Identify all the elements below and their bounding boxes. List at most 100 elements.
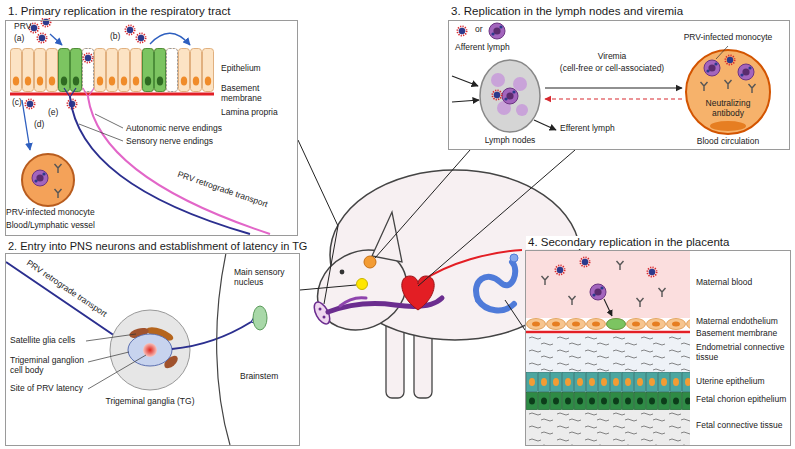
part-label: Autonomic nerve endings [126, 124, 222, 134]
blood-circulation [749, 84, 756, 93]
spread-arrow [150, 33, 190, 45]
part-label: Site of PRV latency [10, 384, 83, 394]
respiratory-epithelium [155, 49, 166, 92]
nerve-fiber [64, 88, 76, 97]
part-label: Endometrial connective tissue [696, 343, 788, 363]
blood-circulation [686, 46, 770, 134]
lymph-node [489, 23, 505, 39]
part-label: Maternal blood [696, 278, 752, 288]
pig-illustration [476, 262, 515, 300]
virus-particle [83, 53, 92, 62]
placenta-layers [526, 251, 690, 445]
lymph-node [516, 104, 528, 116]
part-label: Afferent lymph [455, 43, 510, 53]
part-label: Satellite glia cells [10, 336, 75, 346]
blood-circulation [738, 64, 754, 80]
part-label: (a) [14, 34, 24, 44]
panel-title: 4. Secondary replication in the placenta [526, 236, 731, 249]
nerve-fiber [70, 97, 250, 234]
pig-illustration [357, 279, 368, 290]
flow-arrow [452, 76, 478, 86]
leader-line [88, 352, 129, 362]
panel-ground [5, 20, 298, 236]
panel-title: 3. Replication in the lymph nodes and vi… [449, 5, 685, 18]
part-label: Basement membrane [696, 329, 777, 339]
lymph-node [457, 26, 466, 35]
respiratory-epithelium [73, 77, 79, 86]
placenta-layers [569, 296, 576, 305]
placenta-layers [526, 392, 690, 410]
part-label: Trigeminal ganglion cell body [10, 356, 88, 376]
virus-particle [25, 99, 34, 108]
part-label: Sensory nerve endings [126, 137, 213, 147]
panel-title: 2. Entry into PNS neurons and establishm… [6, 240, 309, 253]
placenta-layers [555, 265, 564, 274]
pig-illustration [340, 270, 345, 275]
placenta-layers [647, 267, 656, 276]
placenta-layers [607, 319, 626, 330]
respiratory-epithelium [10, 93, 214, 96]
flow-arrow [534, 120, 556, 130]
part-label: PRV [14, 22, 31, 32]
leader-line [298, 140, 338, 304]
part-label: or [475, 25, 483, 35]
blood-circulation [704, 60, 720, 76]
part-label: Uterine epithelium [696, 377, 765, 387]
panel-title: 1. Primary replication in the respirator… [6, 5, 232, 18]
blood-vessel [55, 164, 62, 173]
leader-line [86, 334, 146, 389]
part-label: Fetal chorion epithelium [696, 395, 788, 405]
lymph-node [457, 23, 540, 132]
leader-line [505, 300, 525, 330]
part-label: Basement membrane [221, 84, 296, 104]
blood-circulation [716, 46, 728, 59]
pig-illustration [340, 298, 366, 306]
part-label: (b) [110, 32, 120, 42]
placenta-layers [542, 276, 549, 285]
panel-ground [5, 20, 791, 446]
blood-circulation [701, 82, 708, 91]
pig-illustration [420, 250, 522, 282]
leader-line [79, 124, 123, 141]
leader-line [375, 150, 470, 258]
spread-arrow [22, 100, 30, 150]
respiratory-epithelium [61, 77, 67, 86]
part-label: Maternal endothelium [696, 317, 778, 327]
part-label: PRV-infected monocyte [684, 33, 773, 43]
placenta-layers [604, 299, 612, 316]
pig-illustration [364, 256, 376, 268]
placenta-layers [580, 257, 589, 266]
trigeminal-ganglion [110, 310, 190, 390]
panel-ground [5, 253, 300, 446]
blood-circulation [710, 121, 746, 131]
virus-particle [136, 33, 145, 42]
part-label: (c) [12, 98, 22, 108]
blood-vessel [55, 189, 62, 198]
lymph-node [491, 73, 505, 87]
part-label: Efferent lymph [560, 124, 615, 134]
part-label: Neutralizing antibody [697, 99, 759, 119]
flow-arrow [545, 98, 682, 99]
lymph-node [480, 60, 540, 132]
part-label: (e) [48, 108, 58, 118]
virus-particle [41, 17, 50, 26]
respiratory-epithelium [10, 48, 214, 94]
pig-illustration [319, 308, 322, 311]
respiratory-epithelium [143, 49, 154, 92]
placenta-layers [526, 331, 690, 334]
lymph-node [513, 77, 527, 91]
virus-particle [125, 25, 134, 34]
placenta-layers [617, 261, 624, 270]
flow-arrow [545, 87, 682, 88]
respiratory-epithelium [167, 49, 178, 92]
trigeminal-ganglion [128, 334, 172, 366]
placenta-layers [526, 318, 690, 330]
panel-ground [525, 250, 791, 446]
part-label: Fetal connective tissue [696, 421, 782, 431]
part-label: Brainstem [240, 372, 278, 382]
part-label: Lymph nodes [485, 136, 536, 146]
part-label: Blood circulation [697, 137, 759, 147]
spread-arrow [50, 34, 62, 45]
